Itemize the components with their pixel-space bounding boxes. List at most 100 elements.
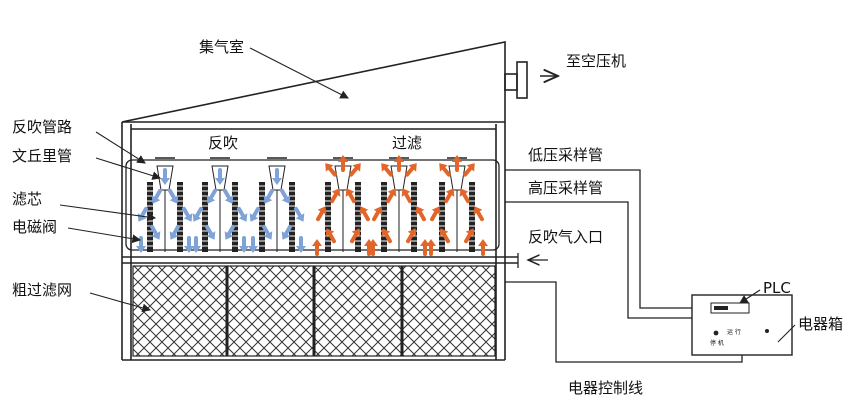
blue-arrow-shaft: [195, 206, 203, 218]
label-high-pressure-sampling: 高压采样管: [528, 179, 603, 197]
blue-arrow-head: [206, 231, 216, 240]
orange-arrow: [350, 228, 361, 244]
orange-arrow-head: [381, 228, 391, 237]
blue-arrow: [206, 188, 217, 204]
orange-arrow: [345, 188, 356, 204]
coarse-filter-mesh: [132, 265, 496, 357]
orange-arrow-head: [359, 206, 369, 215]
orange-arrow-head: [338, 155, 348, 162]
blue-arrow-shaft: [205, 224, 213, 236]
orange-arrow-shaft: [330, 192, 338, 204]
filter-tube: [381, 182, 387, 252]
orange-arrow-head: [351, 228, 361, 237]
blue-arrow-head: [184, 246, 194, 253]
blue-arrow: [169, 224, 180, 240]
blue-arrow-shaft: [154, 188, 162, 200]
orange-arrow: [426, 239, 436, 256]
orange-arrow-head: [317, 206, 327, 215]
blue-arrow-shaft: [262, 224, 270, 236]
blue-arrow-head: [224, 195, 234, 204]
blue-arrow-shaft: [209, 188, 217, 200]
orange-arrow: [406, 228, 417, 244]
orange-arrow: [405, 163, 417, 177]
orange-arrow: [463, 163, 475, 177]
orange-arrow-head: [373, 206, 383, 215]
orange-arrow-head: [439, 228, 449, 237]
orange-arrow-shaft: [349, 166, 359, 177]
blue-arrow: [205, 224, 216, 240]
filter-arrows: [312, 155, 488, 256]
blue-arrow-head: [191, 246, 201, 253]
label-low-pressure-sampling: 低压采样管: [528, 146, 603, 164]
blue-arrow: [191, 236, 201, 253]
orange-arrow: [394, 155, 404, 172]
orange-arrow: [316, 206, 327, 222]
filter-core-6: [439, 157, 475, 252]
orange-arrow: [349, 163, 361, 177]
label-solenoid-valve: 电磁阀: [12, 218, 57, 236]
filter-tube: [411, 182, 417, 252]
blue-arrow-shaft: [168, 188, 176, 200]
orange-arrow-shaft: [442, 232, 450, 244]
label-reverse-gas-inlet: 反吹气入口: [528, 228, 603, 246]
blue-arrow-head: [136, 246, 146, 253]
orange-arrow-shaft: [476, 210, 484, 222]
orange-arrow: [359, 206, 370, 222]
blue-arrow-shaft: [182, 206, 190, 218]
orange-arrow-shaft: [418, 210, 426, 222]
orange-arrow-head: [408, 163, 417, 172]
blue-arrow-head: [224, 231, 234, 240]
orange-arrow-shaft: [316, 210, 324, 222]
blue-arrow-head: [238, 213, 248, 222]
blue-arrow-head: [239, 246, 249, 253]
label-filter-core: 滤芯: [12, 190, 42, 208]
orange-arrow-head: [381, 163, 390, 172]
label-venturi: 文丘里管: [12, 147, 72, 165]
blue-arrow-head: [169, 195, 179, 204]
orange-arrow: [401, 188, 412, 204]
orange-arrow: [473, 206, 484, 222]
blue-arrow: [151, 188, 162, 204]
orange-arrow-shaft: [372, 210, 380, 222]
leader-lines: [59, 47, 796, 343]
orange-arrow-shaft: [384, 232, 392, 244]
orange-arrow-head: [473, 206, 483, 215]
filter-tube: [355, 182, 361, 252]
blue-arrow: [249, 206, 260, 222]
filter-tube: [439, 182, 445, 252]
orange-arrow-head: [426, 239, 436, 246]
blue-arrow-shaft: [140, 206, 148, 218]
orange-arrow-head: [325, 163, 334, 172]
orange-arrow: [338, 155, 348, 172]
blue-arrow-head: [263, 195, 273, 204]
reverse-blow-arrows: [136, 168, 306, 253]
blue-arrow-shaft: [266, 188, 274, 200]
blue-arrow-head: [215, 178, 225, 185]
blue-arrow: [224, 224, 235, 240]
panel-text-run: 运 行: [727, 328, 741, 336]
orange-arrow-head: [387, 188, 397, 197]
orange-arrow: [386, 188, 397, 204]
housing: [121, 41, 518, 361]
signal-lines: [505, 169, 743, 363]
blue-arrow-head: [281, 195, 291, 204]
blue-arrow-head: [160, 178, 170, 185]
label-control-line: 电器控制线: [568, 379, 643, 397]
orange-arrow-head: [445, 188, 455, 197]
labels: 集气室 至空压机 反吹管路 文丘里管 滤芯 电磁阀 粗过滤网 反吹 过滤 低压采…: [12, 38, 843, 397]
filter-core-3: [259, 157, 295, 252]
orange-arrow-shaft: [462, 192, 470, 204]
orange-arrow-head: [439, 163, 448, 172]
orange-arrow: [312, 239, 322, 256]
blue-arrow-head: [151, 195, 161, 204]
blue-arrow-head: [296, 246, 306, 253]
orange-arrow-head: [478, 239, 488, 246]
blue-arrow-shaft: [252, 206, 260, 218]
filter-tube: [289, 182, 295, 252]
blue-arrow: [192, 206, 203, 222]
orange-arrow-shaft: [383, 166, 393, 177]
blue-arrow-head: [249, 213, 259, 222]
blue-arrow: [294, 206, 305, 222]
orange-arrow-head: [452, 155, 462, 162]
